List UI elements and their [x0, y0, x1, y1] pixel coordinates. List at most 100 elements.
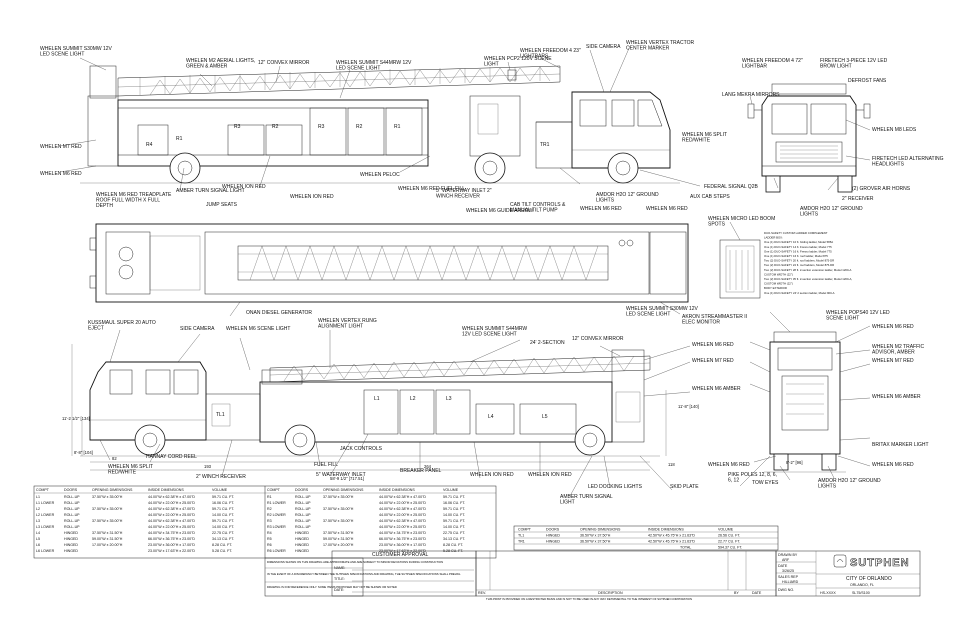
table-cell: R1 LOWER — [267, 501, 286, 505]
callout-bottom: PIKE POLES 12, 8, 6,6, 12 — [728, 472, 777, 484]
table-cell: ROLL-UP — [64, 507, 80, 511]
ladder-note: One (1) DUO-SAFETY 24' 2 section ladder,… — [764, 291, 835, 295]
callout-bottom: 12" CONVEX MIRROR — [572, 336, 624, 342]
table-cell: 66.00"W x 36.75"H x 23.00"D — [379, 537, 426, 541]
callout-bottom: WHELEN M6 RED — [708, 462, 750, 468]
rev-footer: THIS PRINT IS PROVIDED ON A RESTRICTED B… — [486, 597, 692, 601]
table-cell: L1 — [36, 495, 40, 499]
ladder-note: Two (2) DUO-SAFETY 24 ft. roof ladders, … — [764, 263, 834, 267]
compartment-tag: L3 — [446, 396, 452, 402]
table-cell: L1 LOWER — [36, 501, 55, 505]
callout-bottom: JACK CONTROLS — [340, 446, 383, 452]
ladder-note: One (1) DUO-SAFETY 16 ft. Fresno ladder,… — [764, 249, 832, 253]
table-header: INSIDE DIMENSIONS — [148, 488, 184, 492]
callout-top: FEDERAL SIGNAL Q2B — [704, 184, 758, 190]
table-cell: ROLL-UP — [295, 495, 311, 499]
table-cell: ROLL-UP — [295, 507, 311, 511]
plan-view — [89, 223, 689, 303]
callout-top: WHELEN M6 RED — [40, 171, 82, 177]
table-cell: 8.28 CU. FT. — [212, 543, 232, 547]
compartment-tag: R1 — [176, 136, 183, 142]
compartment-tag: R4 — [146, 142, 153, 148]
ladder-note: CUSTOM WIDTH (22") — [764, 272, 793, 276]
table-cell: L3 LOWER — [36, 525, 55, 529]
callout-bottom: 24' 2-SECTION — [530, 340, 565, 346]
table-cell: HINGED — [546, 534, 560, 538]
callout-top: DEFROST FANS — [848, 78, 887, 84]
table-cell: 44.00"W x 22.00"H x 25.00"D — [379, 501, 426, 505]
table-cell: 23.00"W x 36.00"H x 17.00"D — [379, 543, 426, 547]
table-cell: 37.50"W x 35.00"H — [92, 495, 123, 499]
dimension-label: 193 — [204, 464, 212, 469]
table-cell: 44.00"W x 62.38"H x 47.00"D — [379, 495, 426, 499]
ladder-rack-detail — [719, 239, 761, 299]
callout-bottom: SKID PLATE — [670, 484, 699, 490]
table-header: VOLUME — [443, 488, 459, 492]
table-cell: ROLL-UP — [64, 519, 80, 523]
table-cell: R2 — [267, 507, 272, 511]
callout-top: WHELEN M7 RED — [40, 144, 82, 150]
table-cell: TL1 — [518, 534, 524, 538]
sales-rep: HILLIARD — [782, 580, 799, 584]
compartment-tag: TR1 — [540, 142, 550, 148]
table-header: OPENING DIMENSIONS — [580, 528, 621, 532]
ladder-note: One (1) DUO-SAFETY 16 ft. roof ladder, M… — [764, 254, 828, 258]
compartment-tag: TL1 — [216, 412, 225, 418]
callout-top: 12" CONVEX MIRROR — [258, 60, 310, 66]
table-cell: 22.77 CU. FT. — [718, 540, 740, 544]
table-cell: 16.06 CU. FT. — [212, 501, 234, 505]
table-cell: 36.50"W x 37.50"H — [580, 534, 611, 538]
callout-top: CAB TILT CONTROLS &MANUAL TILT PUMP — [510, 202, 566, 214]
table-cell: ROLL-UP — [295, 525, 311, 529]
callout-top: WHELEN FREEDOM 4 23"LIGHTBARS — [520, 48, 581, 60]
table-cell: 37.50"W x 31.50"H — [323, 531, 354, 535]
table-total-value: 594.37 CU. FT. — [718, 546, 742, 550]
dimension-label: 11'-2 1/2" [134] — [62, 416, 90, 421]
table-cell: 42.50"W x 45.75"H x 21.63"D — [648, 534, 695, 538]
sales-rep-label: SALES REP — [778, 575, 799, 579]
callout-bottom: LED DOCKING LIGHTS — [588, 484, 643, 490]
callout-bottom: BRITAX MARKER LIGHT — [872, 442, 929, 448]
callout-top: WHELEN FREEDOM 4 72"LIGHTBAR — [742, 58, 803, 70]
callout-bottom: WHELEN ION RED — [528, 472, 572, 478]
table-header: COMPT — [518, 528, 532, 532]
approval-title: CUSTOMER APPROVAL — [372, 552, 428, 558]
table-cell: 37.50"W x 35.00"H — [323, 507, 354, 511]
table-cell: R4 — [267, 531, 272, 535]
table-cell: L6 — [36, 543, 40, 547]
table-cell: 37.50"W x 35.00"H — [323, 495, 354, 499]
dimension-label: 8'-2" [96] — [786, 460, 803, 465]
table-cell: 14.00 CU. FT. — [212, 525, 234, 529]
table-cell: 37.50"W x 35.00"H — [92, 519, 123, 523]
table-cell: ROLL-UP — [295, 513, 311, 517]
tl-table — [513, 525, 779, 551]
callout-top: AUX CAB STEPS — [690, 194, 730, 200]
callout-bottom: FUEL FILL — [314, 462, 338, 468]
table-cell: 23.00"W x 17.63"H x 22.00"D — [148, 549, 195, 553]
table-cell: 59.71 CU. FT. — [443, 519, 465, 523]
callout-bottom: WHELEN M7 RED — [692, 358, 734, 364]
note-2: IN THE EVENT OF A DISCREPANCY BETWEEN TH… — [267, 572, 461, 576]
table-cell: ROLL-UP — [295, 519, 311, 523]
ladder-note: One (1) DUO-SAFETY 14 ft. Fresno ladder,… — [764, 245, 832, 249]
table-cell: 42.50"W x 45.75"H x 21.63"D — [648, 540, 695, 544]
callout-top: WHELEN PELOC — [360, 172, 400, 178]
company-logo: SUTPHEN — [850, 557, 910, 569]
table-cell: 5.28 CU. FT. — [212, 549, 232, 553]
table-cell: 44.00"W x 22.00"H x 25.00"D — [379, 513, 426, 517]
callout-bottom: WHELEN M6 RED — [692, 342, 734, 348]
dimension-label: 82 — [112, 456, 117, 461]
compartment-tag: R3 — [318, 124, 325, 130]
model: SL75/S100 — [852, 591, 870, 595]
table-header: INSIDE DIMENSIONS — [379, 488, 415, 492]
table-cell: HINGED — [64, 549, 78, 553]
